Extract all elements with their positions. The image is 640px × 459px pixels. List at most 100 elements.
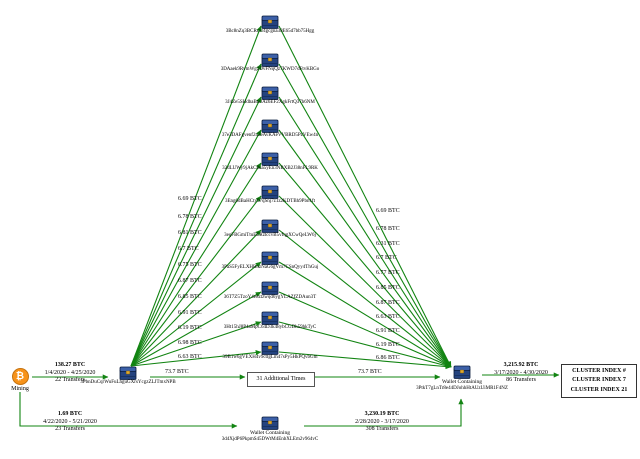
flow-dates: 3/17/2020 - 4/30/2020 xyxy=(494,369,548,376)
wallet-icon xyxy=(261,281,279,295)
bottom-wallet-node[interactable]: Wallet Containing 3d4XjdP6PkpmS45DWtM4En… xyxy=(200,416,340,443)
flow-transfers: 308 Transfers xyxy=(365,426,399,432)
flow-amount: 3,215.92 BTC xyxy=(503,362,539,368)
btc-amount-label: 6.19 BTC xyxy=(178,325,202,331)
edge-chain-2-to-right xyxy=(278,63,452,368)
wallet-icon xyxy=(261,341,279,355)
btc-amount-label: 6.91 BTC xyxy=(376,328,400,334)
btc-amount-label: 6.63 BTC xyxy=(376,314,400,320)
wallet-address: 3d4XjdP6PkpmS45DWtM4EnbXLEm2v964vC xyxy=(221,436,319,442)
btc-amount-label: 6.85 BTC xyxy=(376,285,400,291)
wallet-address: 3eqFBGmiTtuEERztccvB5vfqgXCwQeLW6j xyxy=(224,233,316,238)
wallet-address: 3J4Ze5SHdbaBtsJAz6EF2XgkFrtQ37h6NM xyxy=(225,100,315,105)
wallet-icon xyxy=(261,86,279,100)
wallet-address: 39B1w6gVEXH4v9cttgLm47sPy5HkPQvbGm xyxy=(222,355,318,360)
chain-wallet-node-5[interactable]: 32dLUWy9jAkC8ua5yEn3NBXB2J38nFL9RK xyxy=(200,152,340,173)
edge-left-to-chain-2 xyxy=(130,63,262,367)
wallet-title: Wallet Containing xyxy=(249,430,291,436)
chain-wallet-node-1[interactable]: 3Bc8nZq3BCRcxr4gcgna38E65d7bb75Hgg xyxy=(200,15,340,36)
wallet-icon xyxy=(261,53,279,67)
cluster-index-box[interactable]: CLUSTER INDEX # CLUSTER INDEX 7 CLUSTER … xyxy=(561,364,637,398)
chain-wallet-node-3[interactable]: 3J4Ze5SHdbaBtsJAz6EF2XgkFrtQ37h6NM xyxy=(200,86,340,107)
wallet-address: 3PaS5FyELXHBhzNaG6gVm7CSnQyy4ThGuj xyxy=(221,265,319,270)
wallet-icon xyxy=(261,185,279,199)
btc-amount-label: 6.78 BTC xyxy=(376,226,400,232)
flow-amount-left-to-box: 73.7 BTC xyxy=(165,369,189,375)
flow-bottom-to-right: 3,230.19 BTC 2/28/2020 - 3/17/2020 308 T… xyxy=(337,411,427,434)
cluster-index-line-1: CLUSTER INDEX # xyxy=(572,368,626,374)
wallet-icon xyxy=(261,219,279,233)
edge-bottom-to-right xyxy=(304,398,464,427)
edge-left-to-chain-6 xyxy=(130,195,262,367)
cluster-index-line-2: CLUSTER INDEX 7 xyxy=(572,377,626,384)
wallet-icon xyxy=(261,251,279,265)
flow-right-to-cluster: 3,215.92 BTC 3/17/2020 - 4/30/2020 86 Tr… xyxy=(482,362,560,385)
edge-left-to-chain-1 xyxy=(130,25,262,367)
wallet-icon xyxy=(119,366,137,380)
flow-transfers: 22 Transfers xyxy=(55,377,85,383)
btc-amount-label: 6.7 BTC xyxy=(178,246,199,252)
btc-amount-label: 6.69 BTC xyxy=(376,208,400,214)
edge-left-to-chain-10 xyxy=(130,321,262,367)
btc-amount-label: 6.91 BTC xyxy=(178,310,202,316)
edge-chain-3-to-right xyxy=(278,96,452,368)
btc-amount-label: 6.85 BTC xyxy=(178,294,202,300)
additional-times-box[interactable]: 31 Additional Times xyxy=(247,372,315,387)
mining-label: Mining xyxy=(11,386,29,392)
btc-amount-label: 6.7 BTC xyxy=(376,255,397,261)
edge-left-to-chain-7 xyxy=(130,229,262,367)
chain-wallet-node-4[interactable]: 37e3DAFgvenf2n2eAvKAeVVBRD5PzVEw4n xyxy=(200,119,340,140)
btc-amount-label: 6.78 BTC xyxy=(178,214,202,220)
chain-wallet-node-9[interactable]: 36T7Z5TzoY4e8ztzwqd6ygYLAZfZDAun3T xyxy=(200,281,340,302)
edge-chain-8-to-right xyxy=(278,261,452,368)
edge-chain-7-to-right xyxy=(278,229,452,368)
flow-dates: 4/22/2020 - 5/21/2020 xyxy=(43,418,97,425)
wallet-address: 3DAaek9RvmWg2DvFNqQz7KWD7dFtvKBGo xyxy=(220,67,320,72)
wallet-title: Wallet Containing xyxy=(441,379,483,385)
left-wallet-node[interactable]: 3PbnDuCqrWuFuLhguGXrsYcgzZLJTmxNPB xyxy=(58,366,198,387)
mining-node[interactable]: ₿ Mining xyxy=(0,368,40,392)
right-wallet-node[interactable]: Wallet Containing 3PtkT7gLnTr8e44DJohhHt… xyxy=(392,365,532,392)
btc-amount-label: 6.77 BTC xyxy=(376,270,400,276)
chain-wallet-node-8[interactable]: 3PaS5FyELXHBhzNaG6gVm7CSnQyy4ThGuj xyxy=(200,251,340,272)
wallet-address: 3PbnDuCqrWuFuLhguGXrsYcgzZLJTmxNPB xyxy=(80,380,176,385)
wallet-icon xyxy=(261,311,279,325)
btc-amount-label: 6.87 BTC xyxy=(376,300,400,306)
edge-left-to-chain-8 xyxy=(130,261,262,367)
cluster-index-line-3: CLUSTER INDEX 21 xyxy=(570,386,628,393)
flow-transfers: 23 Transfers xyxy=(55,426,85,432)
btc-amount-label: 6.81 BTC xyxy=(178,230,202,236)
wallet-icon xyxy=(453,365,471,379)
edge-chain-5-to-right xyxy=(278,162,452,368)
edge-mining-to-bottom xyxy=(19,392,238,429)
btc-amount-label: 6.75 BTC xyxy=(178,262,202,268)
chain-wallet-node-10[interactable]: 3Ht15hJ8P4aMpC64D3k48ybCGDh59hkTyC xyxy=(200,311,340,332)
edge-chain-11-to-right xyxy=(278,351,452,370)
edge-left-to-chain-9 xyxy=(130,291,262,367)
wallet-address: 32dLUWy9jAkC8ua5yEn3NBXB2J38nFL9RK xyxy=(222,166,318,171)
flow-amount-box-to-right: 73.7 BTC xyxy=(358,369,382,375)
wallet-icon xyxy=(261,152,279,166)
flow-dates: 2/28/2020 - 3/17/2020 xyxy=(355,418,409,425)
chain-wallet-node-7[interactable]: 3eqFBGmiTtuEERztccvB5vfqgXCwQeLW6j xyxy=(200,219,340,240)
btc-amount-label: 6.98 BTC xyxy=(178,340,202,346)
wallet-address: 37e3DAFgvenf2n2eAvKAeVVBRD5PzVEw4n xyxy=(221,133,319,138)
bitcoin-icon: ₿ xyxy=(11,368,29,385)
btc-amount-label: 6.69 BTC xyxy=(178,196,202,202)
flow-mining-to-bottom: 1.69 BTC 4/22/2020 - 5/21/2020 23 Transf… xyxy=(28,411,112,434)
edge-chain-6-to-right xyxy=(278,195,452,368)
chain-wallet-node-6[interactable]: 3Eng6dBaHCty97qSnj7z1z2KDTBh9Pbn1ft xyxy=(200,185,340,206)
btc-amount-label: 6.31 BTC xyxy=(376,241,400,247)
btc-amount-label: 6.19 BTC xyxy=(376,342,400,348)
chain-wallet-node-11[interactable]: 39B1w6gVEXH4v9cttgLm47sPy5HkPQvbGm xyxy=(200,341,340,362)
chain-wallet-node-2[interactable]: 3DAaek9RvmWg2DvFNqQz7KWD7dFtvKBGo xyxy=(200,53,340,74)
flow-amount: 3,230.19 BTC xyxy=(364,411,400,417)
edge-left-to-chain-3 xyxy=(130,96,262,367)
edge-left-to-chain-11 xyxy=(130,349,262,367)
wallet-address: 36T7Z5TzoY4e8ztzwqd6ygYLAZfZDAun3T xyxy=(223,295,317,300)
edge-chain-9-to-right xyxy=(278,291,452,368)
edge-chain-4-to-right xyxy=(278,129,452,368)
edge-left-to-chain-5 xyxy=(130,162,262,367)
